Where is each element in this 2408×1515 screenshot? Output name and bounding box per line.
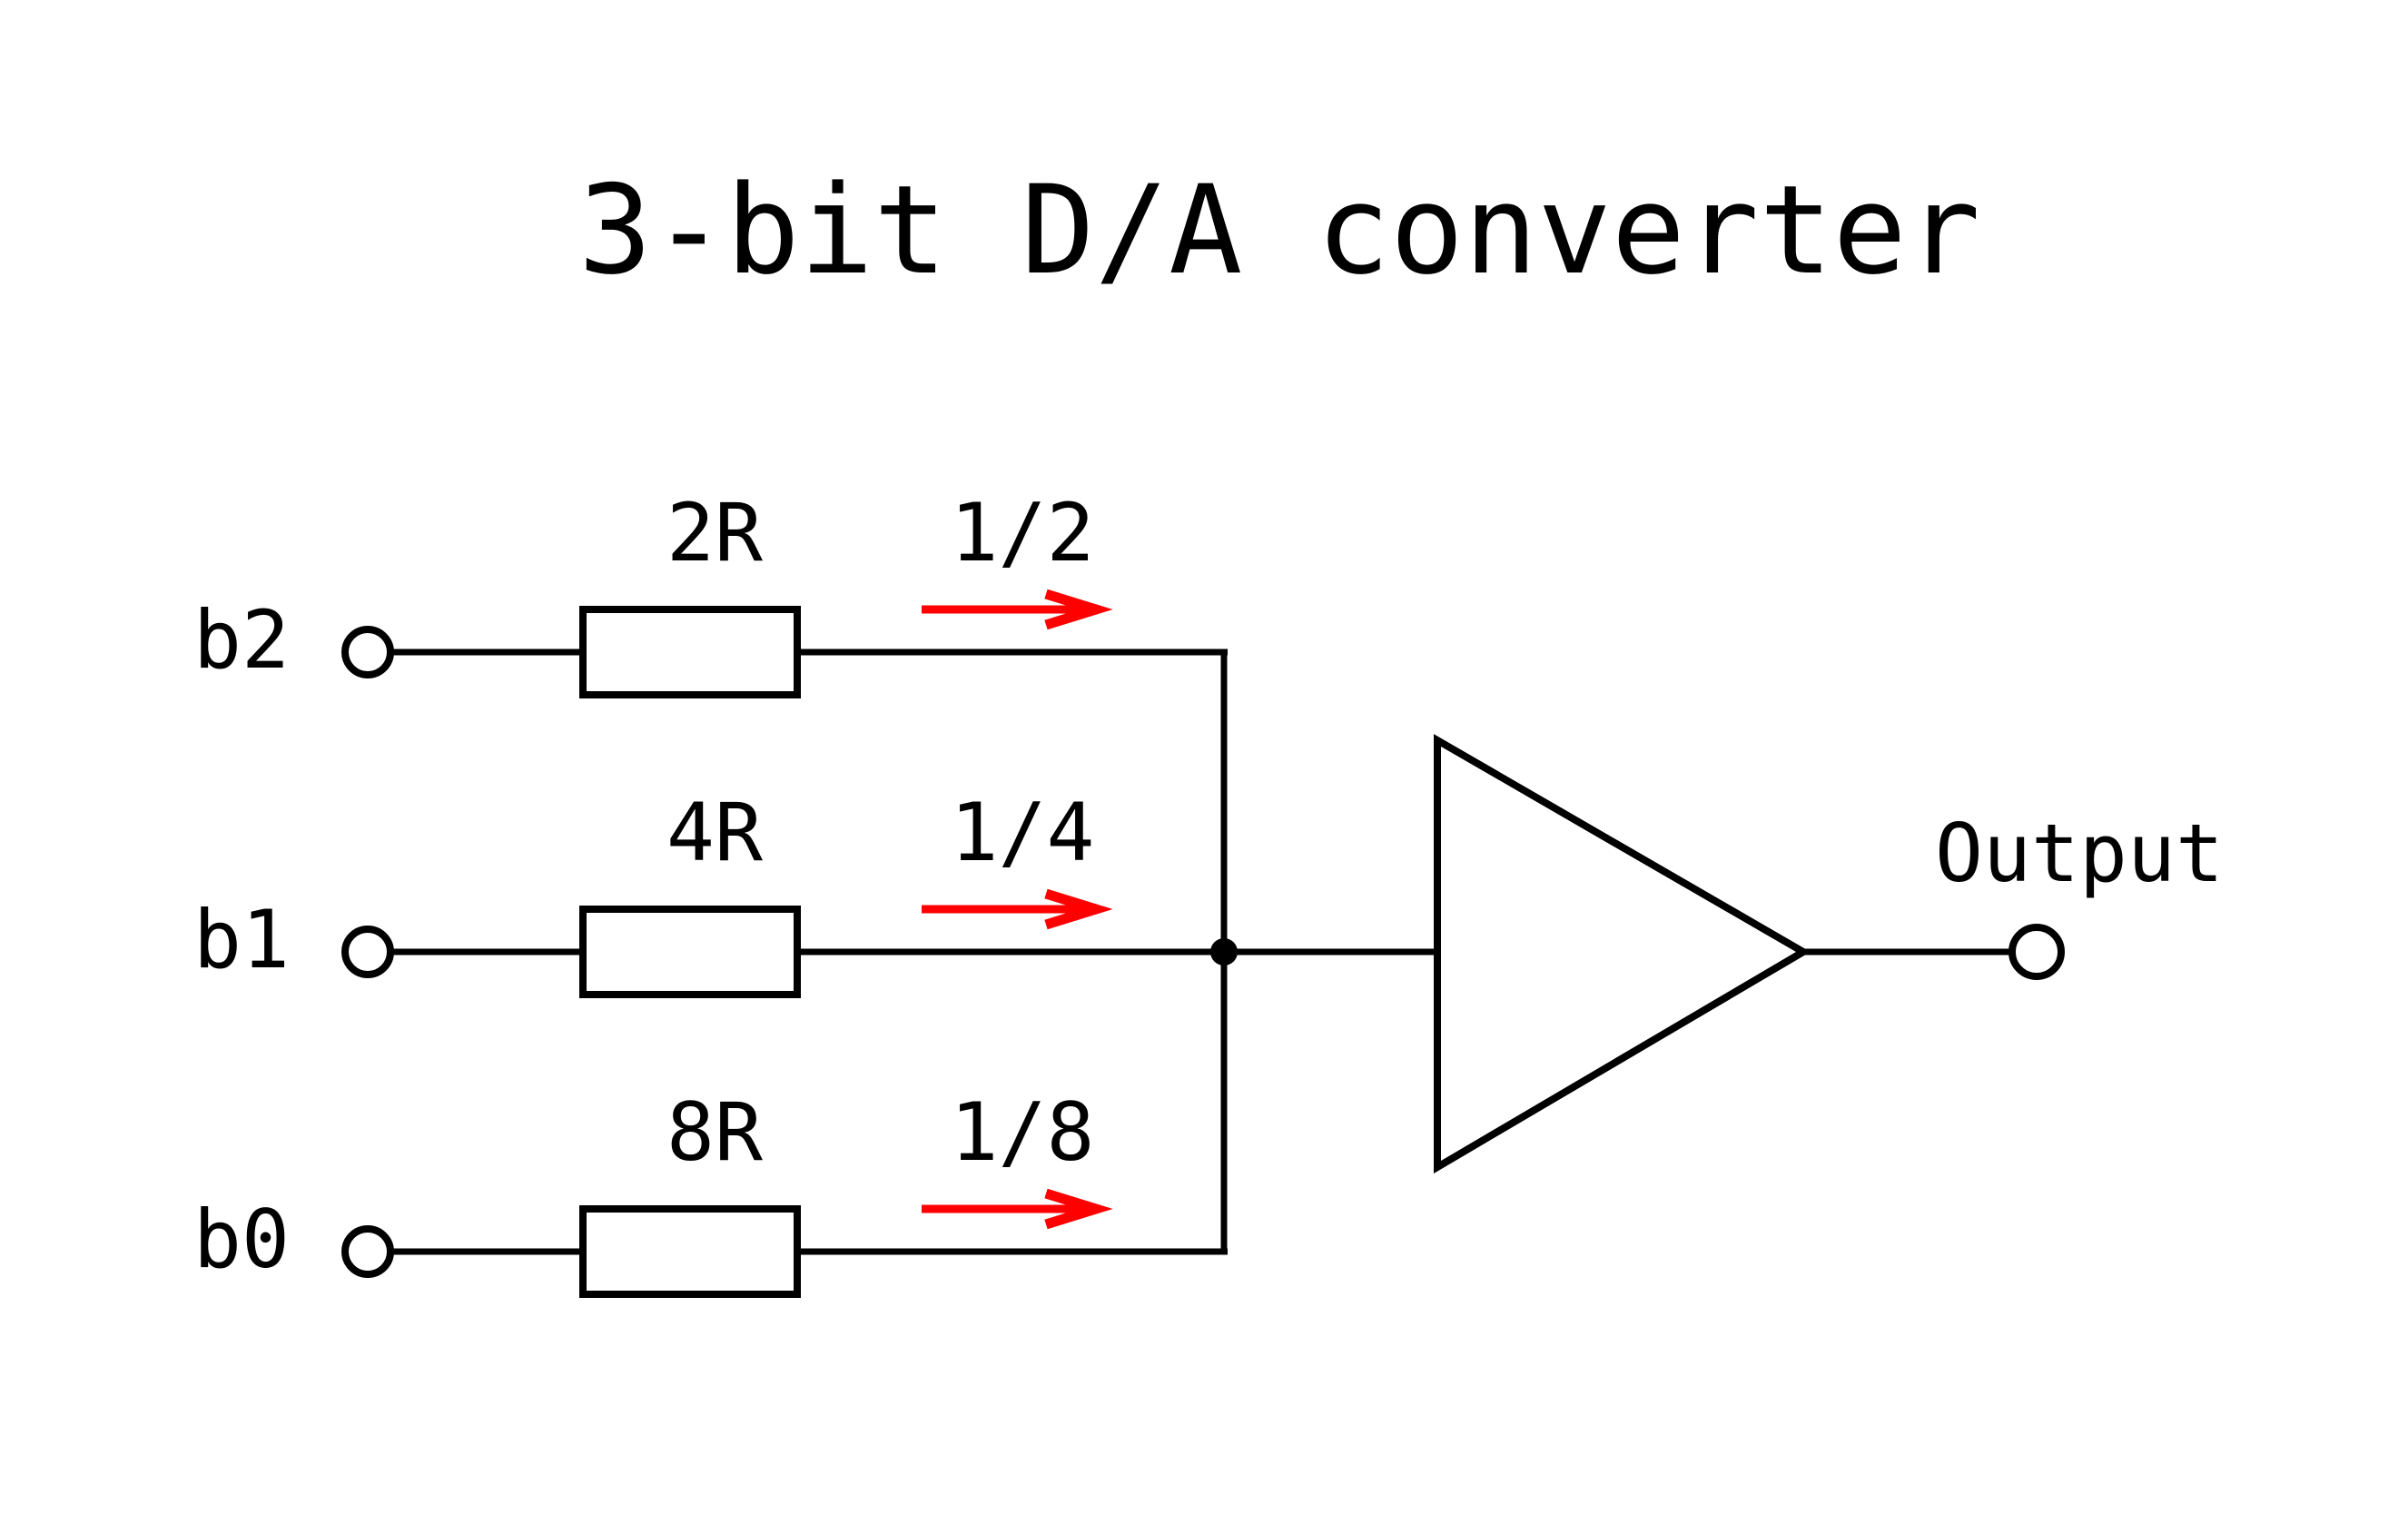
current-arrow-b1 bbox=[922, 888, 1113, 930]
opamp-buffer-triangle bbox=[1434, 734, 1811, 1173]
input-terminal-b2 bbox=[341, 626, 394, 678]
branch-b2: b2 2R 1/2 bbox=[193, 486, 1228, 698]
output-terminal bbox=[2008, 924, 2065, 980]
current-arrow-head bbox=[1044, 589, 1113, 630]
input-terminal-b1 bbox=[341, 926, 394, 978]
junction-dot bbox=[1210, 938, 1238, 965]
input-label-b0: b0 bbox=[193, 1193, 290, 1286]
input-terminal-b0 bbox=[341, 1225, 394, 1278]
current-fraction-label-b1: 1/4 bbox=[951, 786, 1095, 879]
current-arrow-head bbox=[1044, 888, 1113, 930]
current-fraction-label-b0: 1/8 bbox=[951, 1085, 1095, 1179]
resistor-b0 bbox=[579, 1205, 801, 1298]
current-arrow-b0 bbox=[922, 1188, 1113, 1230]
branch-b0: b0 8R 1/8 bbox=[193, 1085, 1228, 1298]
input-label-b1: b1 bbox=[193, 893, 290, 986]
resistor-label-b0: 8R bbox=[666, 1085, 763, 1179]
resistor-label-b1: 4R bbox=[666, 786, 763, 879]
resistor-b1 bbox=[579, 906, 801, 998]
current-fraction-label-b2: 1/2 bbox=[951, 486, 1095, 579]
resistor-label-b2: 2R bbox=[666, 486, 763, 579]
input-label-b2: b2 bbox=[193, 593, 290, 687]
output-label: Output bbox=[1935, 807, 2224, 900]
current-arrow-b2 bbox=[922, 589, 1113, 630]
diagram-title: 3-bit D/A converter bbox=[578, 159, 1980, 302]
current-arrow-head bbox=[1044, 1188, 1113, 1230]
resistor-b2 bbox=[579, 606, 801, 698]
branch-b1: b1 4R 1/4 bbox=[193, 786, 1437, 998]
